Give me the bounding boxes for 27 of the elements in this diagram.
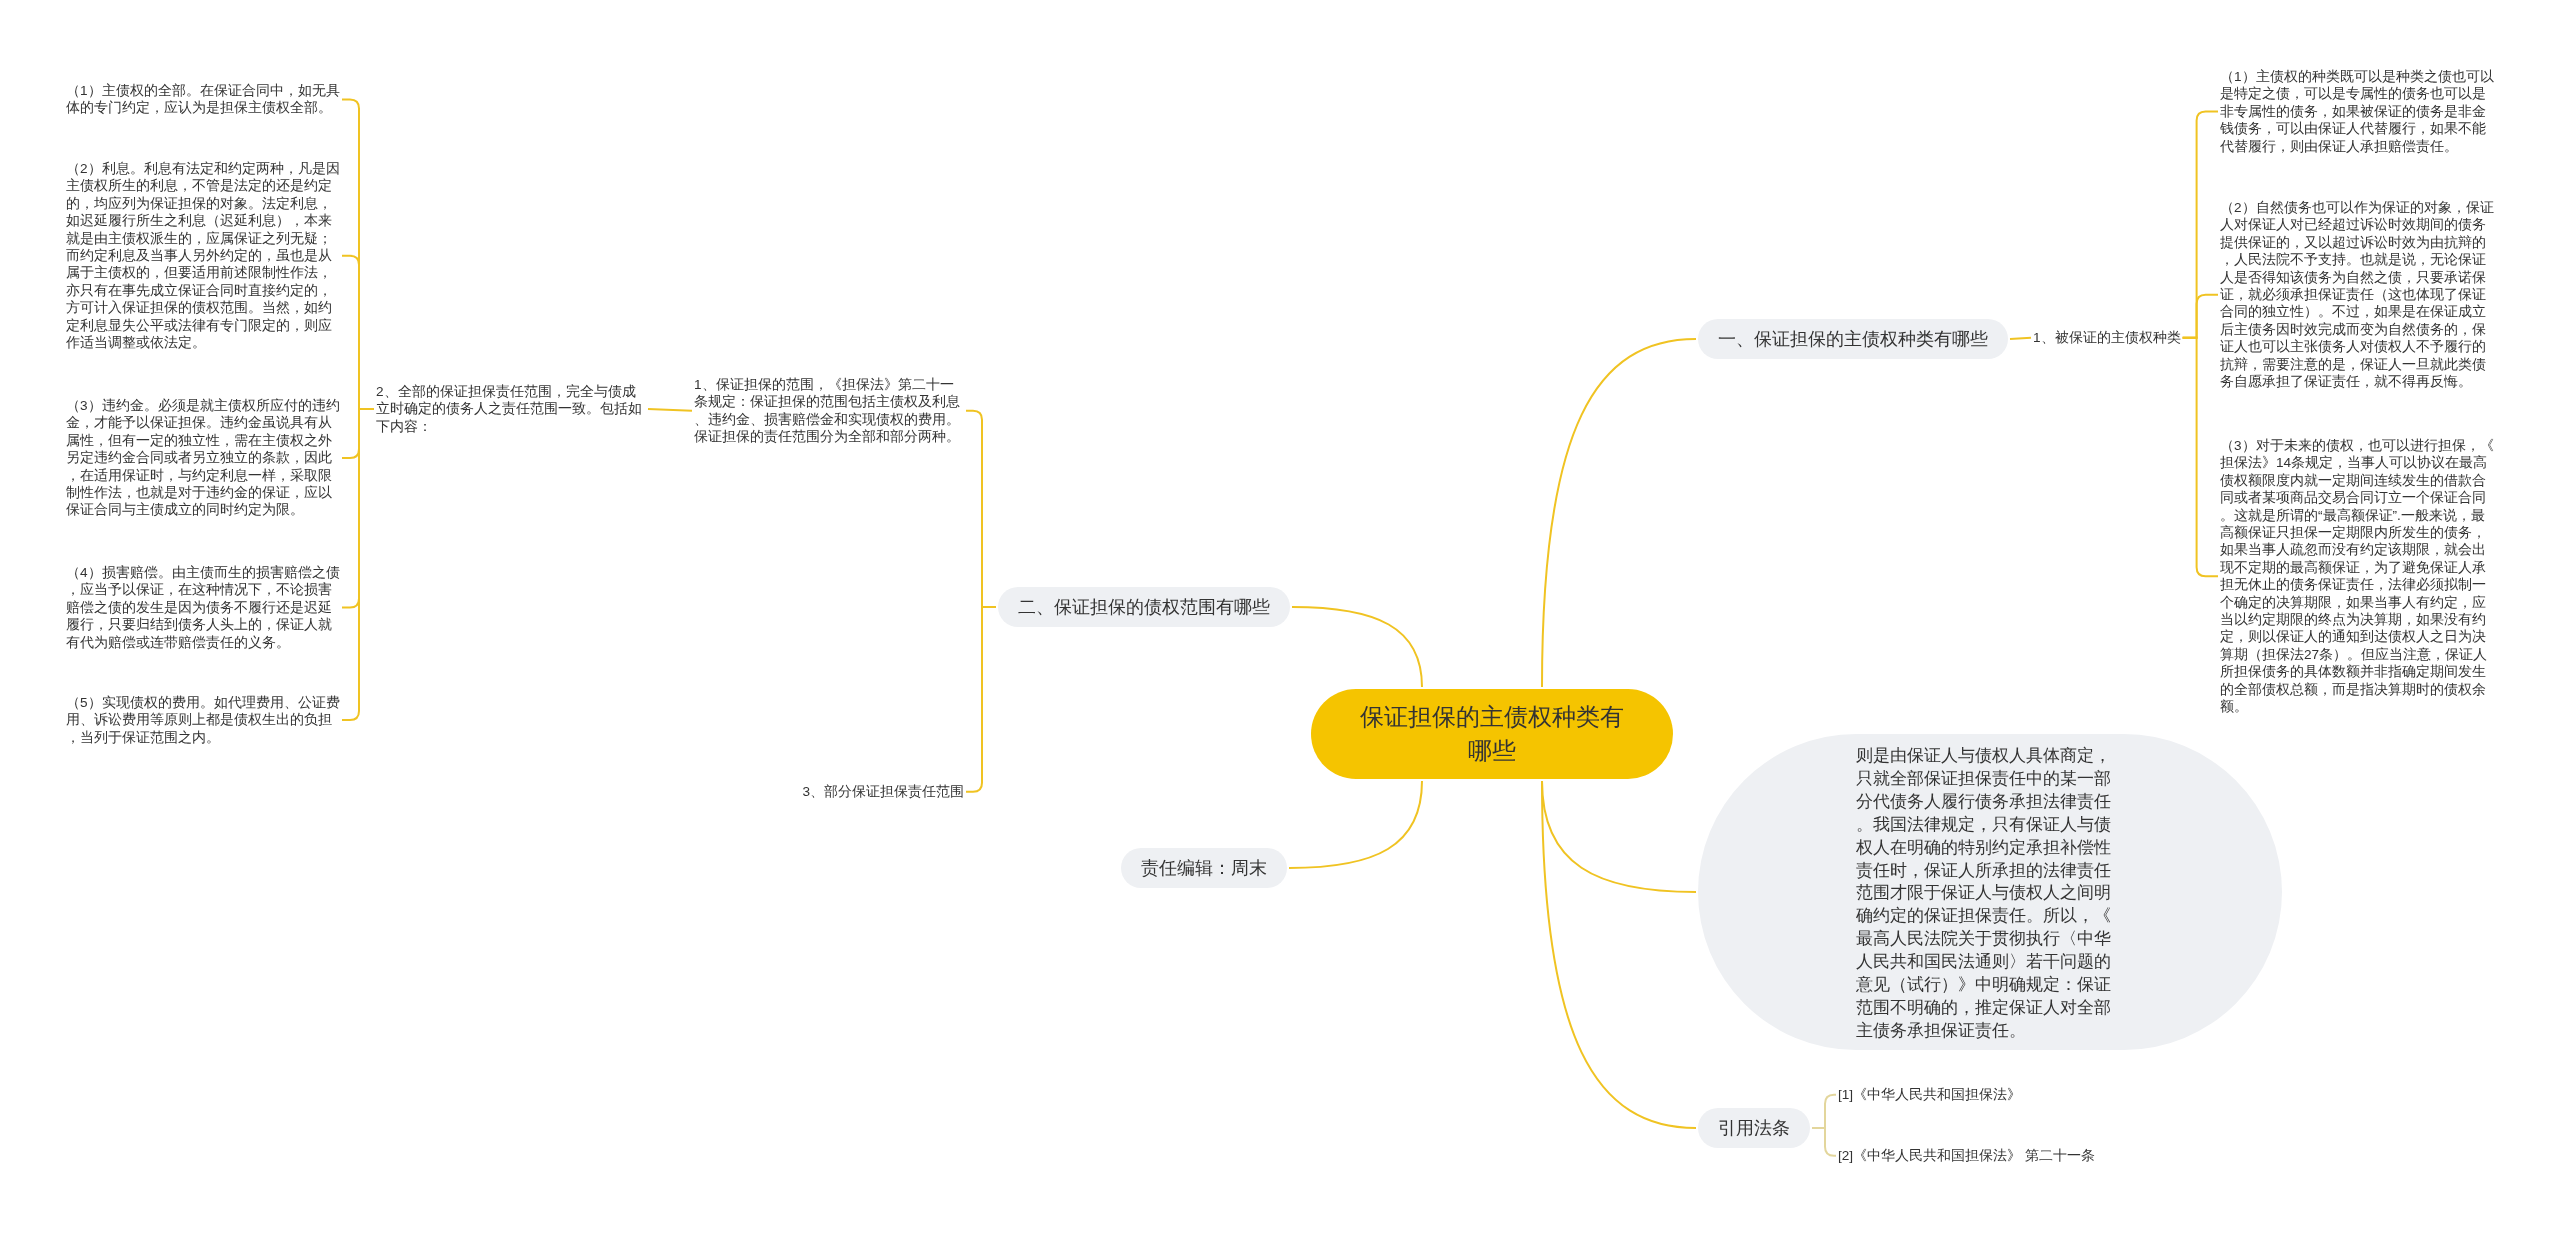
connector-line — [1288, 780, 1423, 869]
paragraph: （5）实现债权的费用。如代理费用、公证费用、诉讼费用等原则上都是债权生出的负担，当列于保证范围之内。 — [66, 694, 340, 747]
connector-line — [1541, 338, 1697, 688]
paragraph: （3）对于未来的债权，也可以进行担保，《担保法》14条规定，当事人可以协议在最高债权额限度内就一定期间连续发生的借款合同或者某项商品交易合同订立一个保证合同。这就是所谓的“最高额保证”.一般来说，最高额保证只担保一定期限内所发生的债务，如果当事人疏忽而没有约定该期限，就会出现不定期的最高额保证，为了避免保证人承担无休止的债务保证责任，法律必须拟制一个确定的决算期限，如果当事人有约定，应当以约定期限的终点为决算期，如果没有约定，则以保证人的通知到达债权人之日为决算期（担保法27条）。但应当注意，保证人所担保债务的具体数额并非指确定期间发生的全部债权总额，而是指决算期时的债权余额。 — [2220, 437, 2495, 716]
paragraph: （4）损害赔偿。由主债而生的损害赔偿之债，应当予以保证，在这种情况下，不论损害赔偿之债的发生是因为债务不履行还是迟延履行，只要归结到债务人头上的，保证人就有代为赔偿或连带赔偿责任的义务。 — [66, 564, 340, 652]
connector-line — [1811, 1127, 1837, 1157]
citation: [1]《中华人民共和国担保法》 — [1838, 1086, 2022, 1104]
paragraph: （1）主债权的种类既可以是种类之债也可以是特定之债，可以是专属性的债务也可以是非专属性的债务，如果被保证的债务是非金钱债务，可以由保证人代替履行，如果不能代替履行，则由保证人承担赔偿责任。 — [2220, 68, 2495, 156]
topic-pill: 二、保证担保的债权范围有哪些 — [998, 587, 1290, 627]
paragraph: 2、全部的保证担保责任范围，完全与债成立时确定的债务人之责任范围一致。包括如下内容： — [376, 383, 646, 436]
connector-line — [1541, 780, 1697, 1129]
topic-pill: 一、保证担保的主债权种类有哪些 — [1698, 319, 2008, 359]
branch-text: 3、部分保证担保责任范围 — [802, 783, 964, 801]
paragraph: 1、保证担保的范围，《担保法》第二十一条规定：保证担保的范围包括主债权及利息、违约金、损害赔偿金和实现债权的费用。保证担保的责任范围分为全部和部分两种。 — [694, 376, 964, 446]
central-topic: 保证担保的主债权种类有哪些 — [1311, 689, 1673, 779]
connector-line — [2009, 336, 2032, 340]
paragraph: （3）违约金。必须是就主债权所应付的违约金，才能予以保证担保。违约金虽说具有从属性，但有一定的独立性，需在主债权之外另定违约金合同或者另立独立的条款，因此，在适用保证时，与约定利息一样，采取限制性作法，也就是对于违约金的保证，应以保证合同与主债成立的同时约定为限。 — [66, 397, 340, 519]
paragraph: （2）利息。利息有法定和约定两种，凡是因主债权所生的利息，不管是法定的还是约定的，均应列为保证担保的对象。法定利息，如迟延履行所生之利息（迟延利息），本来就是由主债权派生的，应属保证之列无疑；而约定利息及当事人另外约定的，虽也是从属于主债权的，但要适用前述限制性作法，亦只有在事先成立保证合同时直接约定的，方可计入保证担保的债权范围。当然，如约定利息显失公平或法律有专门限定的，则应作适当调整或依法定。 — [66, 160, 340, 352]
citation: [2]《中华人民共和国担保法》 第二十一条 — [1838, 1147, 2095, 1165]
connector-line — [647, 408, 693, 412]
paragraph: （1）主债权的全部。在保证合同中，如无具体的专门约定，应认为是担保主债权全部。 — [66, 82, 340, 117]
rounded-panel: 则是由保证人与债权人具体商定，只就全部保证担保责任中的某一部分代债务人履行债务承担法律责任。我国法律规定，只有保证人与债权人在明确的特别约定承担补偿性责任时，保证人所承担的法律责任范围才限于保证人与债权人之间明确约定的保证担保责任。所以，《最高人民法院关于贯彻执行〈中华人民共和国民法通则〉若干问题的意见（试行）》中明确规定：保证范围不明确的，推定保证人对全部主债务承担保证责任。 — [1698, 734, 2282, 1050]
topic-pill: 责任编辑：周末 — [1121, 848, 1287, 888]
branch-text: 1、被保证的主债权种类 — [2033, 329, 2181, 347]
topic-pill: 引用法条 — [1698, 1108, 1810, 1148]
connector-line — [1291, 606, 1423, 688]
paragraph: （2）自然债务也可以作为保证的对象，保证人对保证人对已经超过诉讼时效期间的债务提供保证的，又以超过诉讼时效为由抗辩的，人民法院不予支持。也就是说，无论保证人是否得知该债务为自然之债，只要承诺保证，就必须承担保证责任（这也体现了保证合同的独立性）。不过，如果是在保证成立后主债务因时效完成而变为自然债务的，保证人也可以主张债务人对债权人不予履行的抗辩，需要注意的是，保证人一旦就此类债务自愿承担了保证责任，就不得再反悔。 — [2220, 199, 2495, 391]
